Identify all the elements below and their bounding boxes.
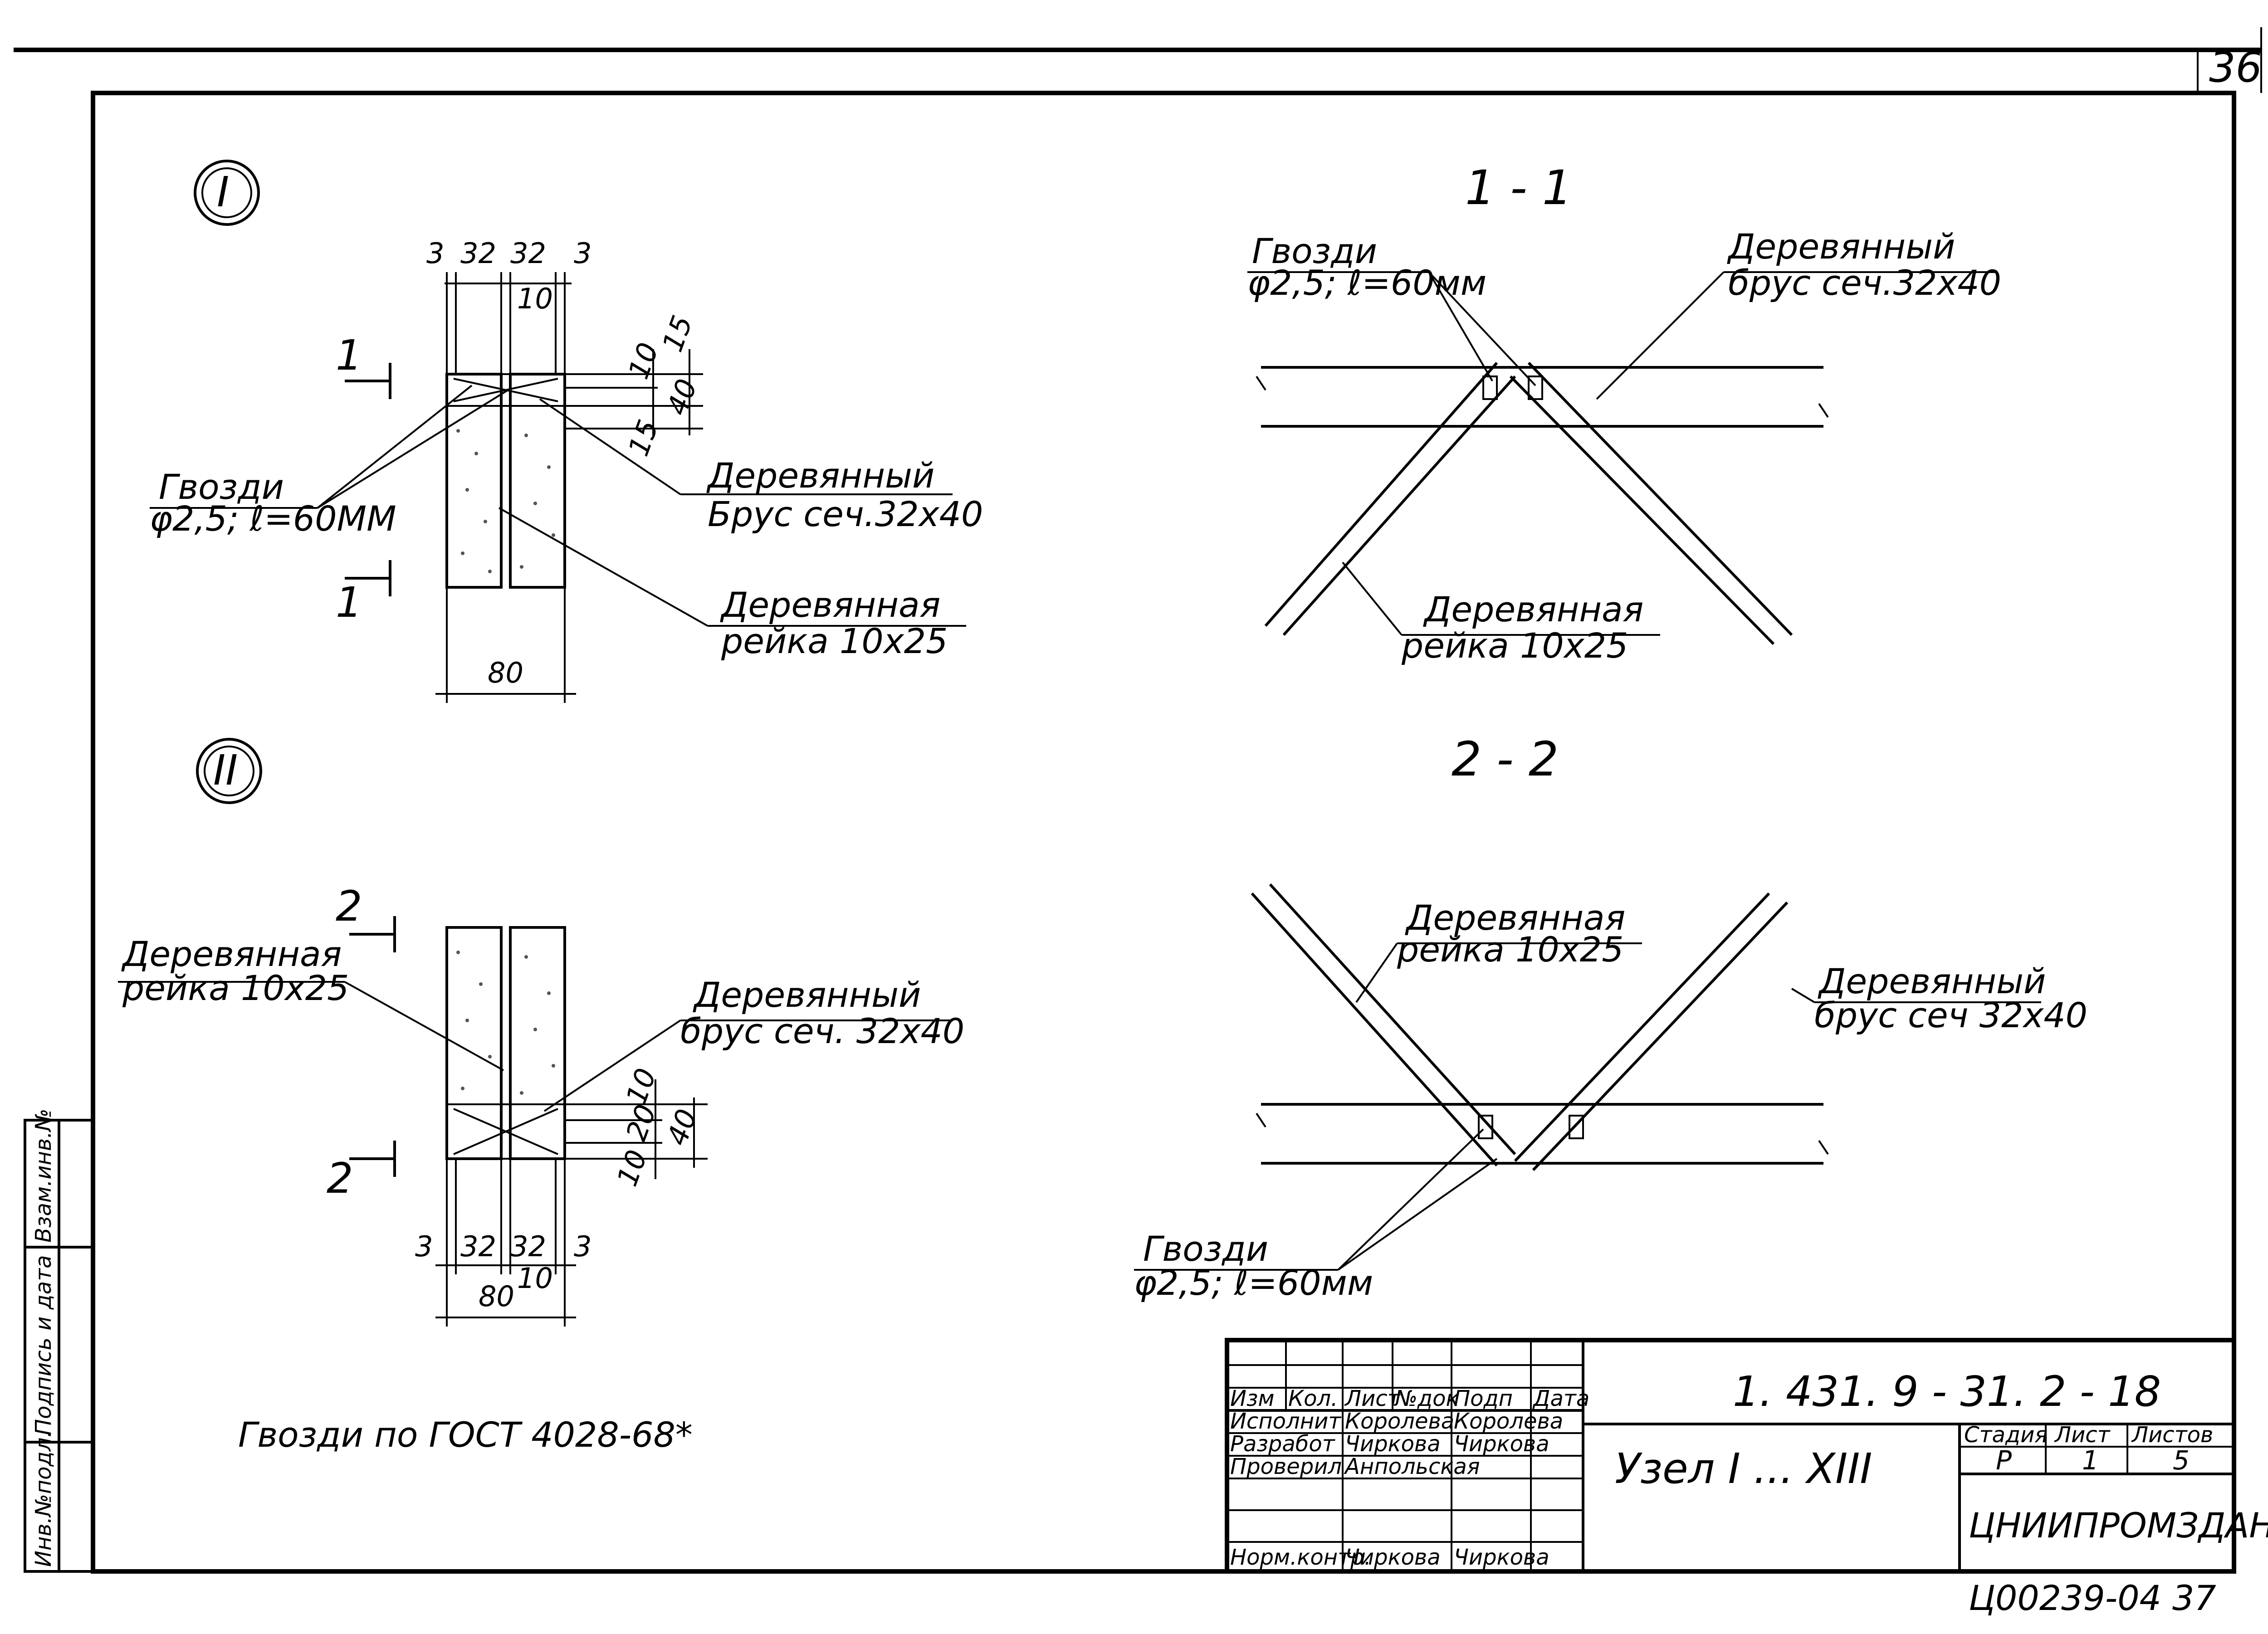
tb-sign-5: Чиркова [1454, 1545, 1549, 1570]
section-2-beam-l1: Деревянный [1818, 961, 2046, 1001]
tb-col-sign: Подп [1454, 1386, 1513, 1411]
node-2-cut-bottom: 2 [327, 1154, 353, 1203]
node-1-beam-l2: Брус сеч.32x40 [708, 494, 983, 534]
tb-name-1: Королева [1345, 1409, 1454, 1434]
sheet-number: 36 [2209, 43, 2262, 92]
tb-stage-header: Стадия [1964, 1422, 2048, 1448]
section-1-nails-l1: Гвозди [1252, 231, 1377, 271]
node-2-dim-3b: 3 [574, 1230, 591, 1263]
node-1-slat-l2: рейка 10x25 [721, 621, 948, 661]
nails-standard-note: Гвозди по ГОСТ 4028-68* [238, 1415, 693, 1455]
tb-col-list: Лист [1344, 1386, 1401, 1411]
node-1-dim-r15b: 15 [621, 415, 665, 460]
section-2-nails-l2: φ2,5; ℓ=60мм [1134, 1263, 1373, 1303]
tb-doc-code: 1. 431. 9 - 31. 2 - 18 [1733, 1367, 2161, 1416]
tb-org: ЦНИИПРОМЗДАНИЙ [1969, 1505, 2268, 1546]
node-2-cut-top: 2 [336, 882, 362, 931]
tb-col-doc: №док [1393, 1386, 1459, 1411]
tb-role-1: Исполнит [1230, 1409, 1342, 1434]
node-1-dim-3b: 3 [574, 237, 591, 270]
tb-sign-1: Королева [1454, 1409, 1563, 1434]
section-1-beam-l1: Деревянный [1727, 226, 1955, 267]
stamp-replace: Взам.инв.№ [31, 1109, 56, 1243]
node-1-stipple [456, 429, 555, 573]
section-2-title: 2 - 2 [1452, 732, 1559, 787]
side-stamp: Инв.№подл. Подпись и дата Взам.инв.№ [24, 1109, 94, 1573]
tb-sheet: 1 [2082, 1445, 2099, 1476]
node-2-beam-l1: Деревянный [693, 975, 921, 1015]
node-2-dim-3a: 3 [415, 1230, 433, 1263]
stamp-inv: Инв.№подл. [31, 1430, 56, 1567]
tb-col-izm: Изм [1230, 1386, 1275, 1411]
node-2-dim-r40: 40 [660, 1105, 704, 1150]
node-2-slat-l1: Деревянная [121, 934, 342, 974]
tb-sheets: 5 [2173, 1445, 2190, 1476]
tb-sheets-header: Листов [2131, 1422, 2213, 1448]
node-2-slat-l2: рейка 10x25 [122, 968, 349, 1008]
tb-col-kol: Кол. [1288, 1386, 1338, 1411]
node-2-detail: II 10 20 40 10 3 32 32 3 [118, 738, 964, 1327]
section-2-2: 2 - 2 Деревянная рейка 10x25 Деревянный … [1134, 732, 2087, 1303]
node-2-marker: II [213, 746, 238, 795]
node-1-detail: I 3 32 32 3 10 [150, 160, 983, 703]
section-1-1: 1 - 1 Гвозди φ2,5; ℓ=60мм Деревянный бру… [1247, 160, 2001, 666]
tb-col-date: Дата [1532, 1386, 1589, 1411]
node-2-dim-r10b: 10 [610, 1146, 654, 1190]
tb-title: Узел I ... XIII [1615, 1444, 1872, 1493]
tb-name-3: Анпольская [1344, 1454, 1480, 1479]
node-1-dim-3a: 3 [426, 237, 444, 270]
node-2-dim-10: 10 [517, 1262, 553, 1295]
section-1-beam-l2: брус сеч.32x40 [1728, 263, 2001, 303]
node-1-beam-l1: Деревянный [706, 455, 934, 496]
section-1-slat-l2: рейка 10x25 [1401, 625, 1628, 666]
section-2-slat-l1: Деревянная [1405, 897, 1625, 938]
node-2-beam-l2: брус сеч. 32x40 [680, 1011, 964, 1051]
node-2-stipple [456, 951, 555, 1095]
node-1-dim-32a: 32 [460, 237, 496, 270]
tb-name-2: Чиркова [1345, 1431, 1441, 1457]
sheet-frame: 36 [14, 27, 2262, 1574]
node-1-cut-top: 1 [336, 331, 362, 380]
tb-role-3: Проверил [1230, 1454, 1342, 1479]
node-1-nails-l2: φ2,5; ℓ=60ММ [150, 498, 396, 539]
section-2-nails-l1: Гвозди [1143, 1229, 1268, 1269]
node-1-dim-r40: 40 [660, 375, 704, 419]
tb-name-5: Чиркова [1345, 1545, 1441, 1570]
archive-number: Ц00239-04 37 [1969, 1578, 2216, 1618]
section-2-beam-l2: брус сеч 32x40 [1814, 995, 2087, 1035]
node-1-nails-l1: Гвозди [159, 467, 284, 507]
node-1-marker: I [217, 168, 229, 216]
tb-stage: Р [1996, 1445, 2012, 1476]
tb-role-5: Норм.контр. [1230, 1545, 1371, 1570]
section-1-slat-l1: Деревянная [1423, 589, 1643, 629]
node-2-dim-32b: 32 [510, 1230, 546, 1263]
title-block: Изм Кол. Лист №док Подп Дата Исполнит Ра… [1225, 1338, 2268, 1574]
node-1-slat-l1: Деревянная [720, 585, 940, 625]
tb-role-2: Разработ [1230, 1431, 1336, 1457]
node-1-dim-80: 80 [488, 656, 523, 689]
tb-sheet-header: Лист [2054, 1422, 2111, 1448]
section-1-nails-l2: φ2,5; ℓ=60мм [1247, 263, 1486, 303]
node-2-dim-32a: 32 [460, 1230, 496, 1263]
section-1-title: 1 - 1 [1465, 160, 1572, 215]
node-1-dim-32b: 32 [510, 237, 546, 270]
stamp-sign: Подпись и дата [31, 1255, 56, 1435]
node-1-dim-10: 10 [517, 282, 553, 315]
tb-sign-2: Чиркова [1454, 1431, 1549, 1457]
section-2-slat-l2: рейка 10x25 [1397, 929, 1623, 970]
node-1-cut-bottom: 1 [336, 578, 362, 627]
node-2-dim-80: 80 [479, 1280, 514, 1313]
